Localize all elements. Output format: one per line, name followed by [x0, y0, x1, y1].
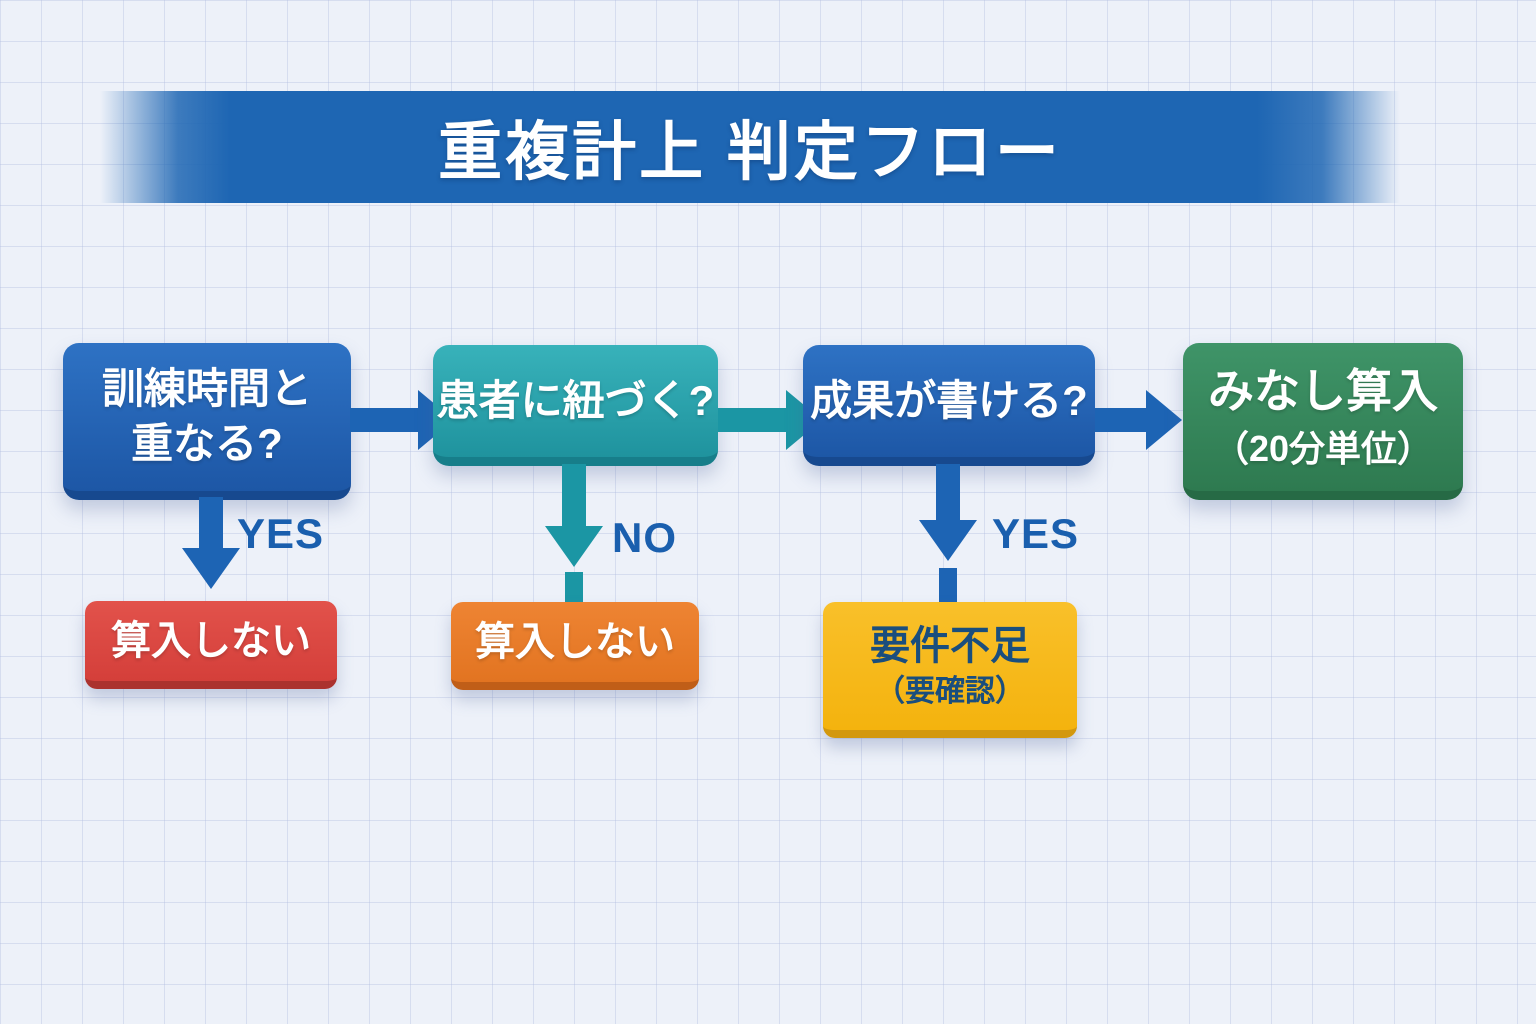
arrow-q3-down-shaft: [936, 464, 960, 520]
result-insufficient-requirements: 要件不足 （要確認）: [823, 602, 1077, 738]
node-training-time-overlap: 訓練時間と 重なる?: [63, 343, 351, 500]
arrow-q2-down-head-icon: [545, 526, 603, 567]
node-q3-line1: 成果が書ける?: [810, 376, 1088, 424]
node-deemed-inclusion: みなし算入 （20分単位）: [1183, 343, 1463, 500]
node-tied-to-patient: 患者に紐づく?: [433, 345, 718, 466]
title-banner: 重複計上 判定フロー: [100, 91, 1400, 203]
arrow-q3-to-final-head-icon: [1146, 390, 1182, 450]
node-q1-line2: 重なる?: [131, 420, 283, 467]
result-r3-line1: 要件不足: [870, 624, 1030, 669]
branch-label-q2-no: NO: [612, 514, 677, 561]
arrow-q3-down-head-icon: [919, 520, 977, 561]
node-q2-line1: 患者に紐づく?: [436, 376, 715, 424]
result-do-not-include-orange: 算入しない: [451, 602, 699, 690]
arrow-q3-to-final-shaft: [1095, 408, 1148, 432]
branch-label-q3-yes: YES: [992, 510, 1080, 557]
arrow-q3-down-stub: [939, 568, 957, 602]
arrow-q2-down-shaft: [562, 464, 586, 526]
branch-label-q1-yes: YES: [237, 510, 325, 557]
node-can-write-results: 成果が書ける?: [803, 345, 1095, 466]
arrow-q1-to-q2-shaft: [350, 408, 420, 432]
node-final-line2: （20分単位）: [1212, 427, 1434, 469]
result-do-not-include-red: 算入しない: [85, 601, 337, 689]
arrow-q2-to-q3-shaft: [718, 408, 788, 432]
result-r2-line1: 算入しない: [475, 620, 675, 664]
result-r3-line2: （要確認）: [875, 675, 1025, 709]
arrow-q1-down-head-icon: [182, 548, 240, 589]
node-final-line1: みなし算入: [1208, 364, 1438, 417]
page-title: 重複計上 判定フロー: [438, 116, 1062, 188]
arrow-q2-down-stub: [565, 572, 583, 602]
node-q1-line1: 訓練時間と: [101, 365, 312, 413]
result-r1-line1: 算入しない: [111, 619, 311, 663]
arrow-q1-down-shaft: [199, 497, 223, 548]
